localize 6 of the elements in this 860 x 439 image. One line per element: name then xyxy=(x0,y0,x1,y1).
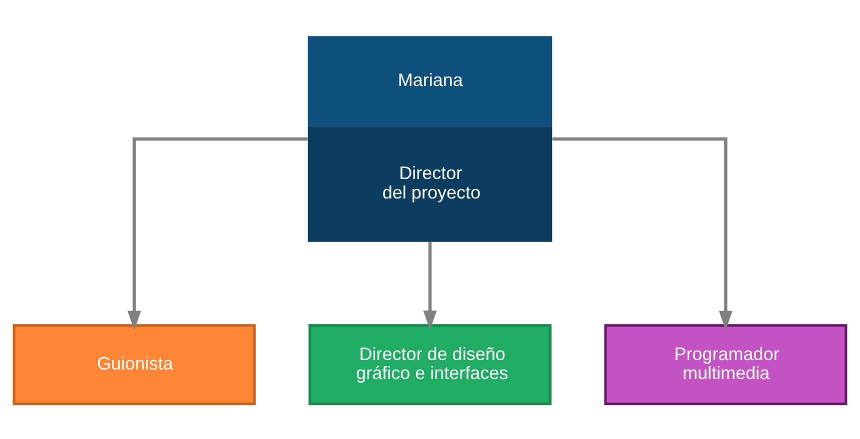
node-box: Programador multimedia xyxy=(604,324,848,405)
node-box: Guionista xyxy=(12,324,256,405)
arrow xyxy=(128,136,308,330)
node-box: Director de diseño gráfico e interfaces xyxy=(308,324,552,405)
arrow xyxy=(423,241,437,330)
arrow xyxy=(552,136,732,330)
